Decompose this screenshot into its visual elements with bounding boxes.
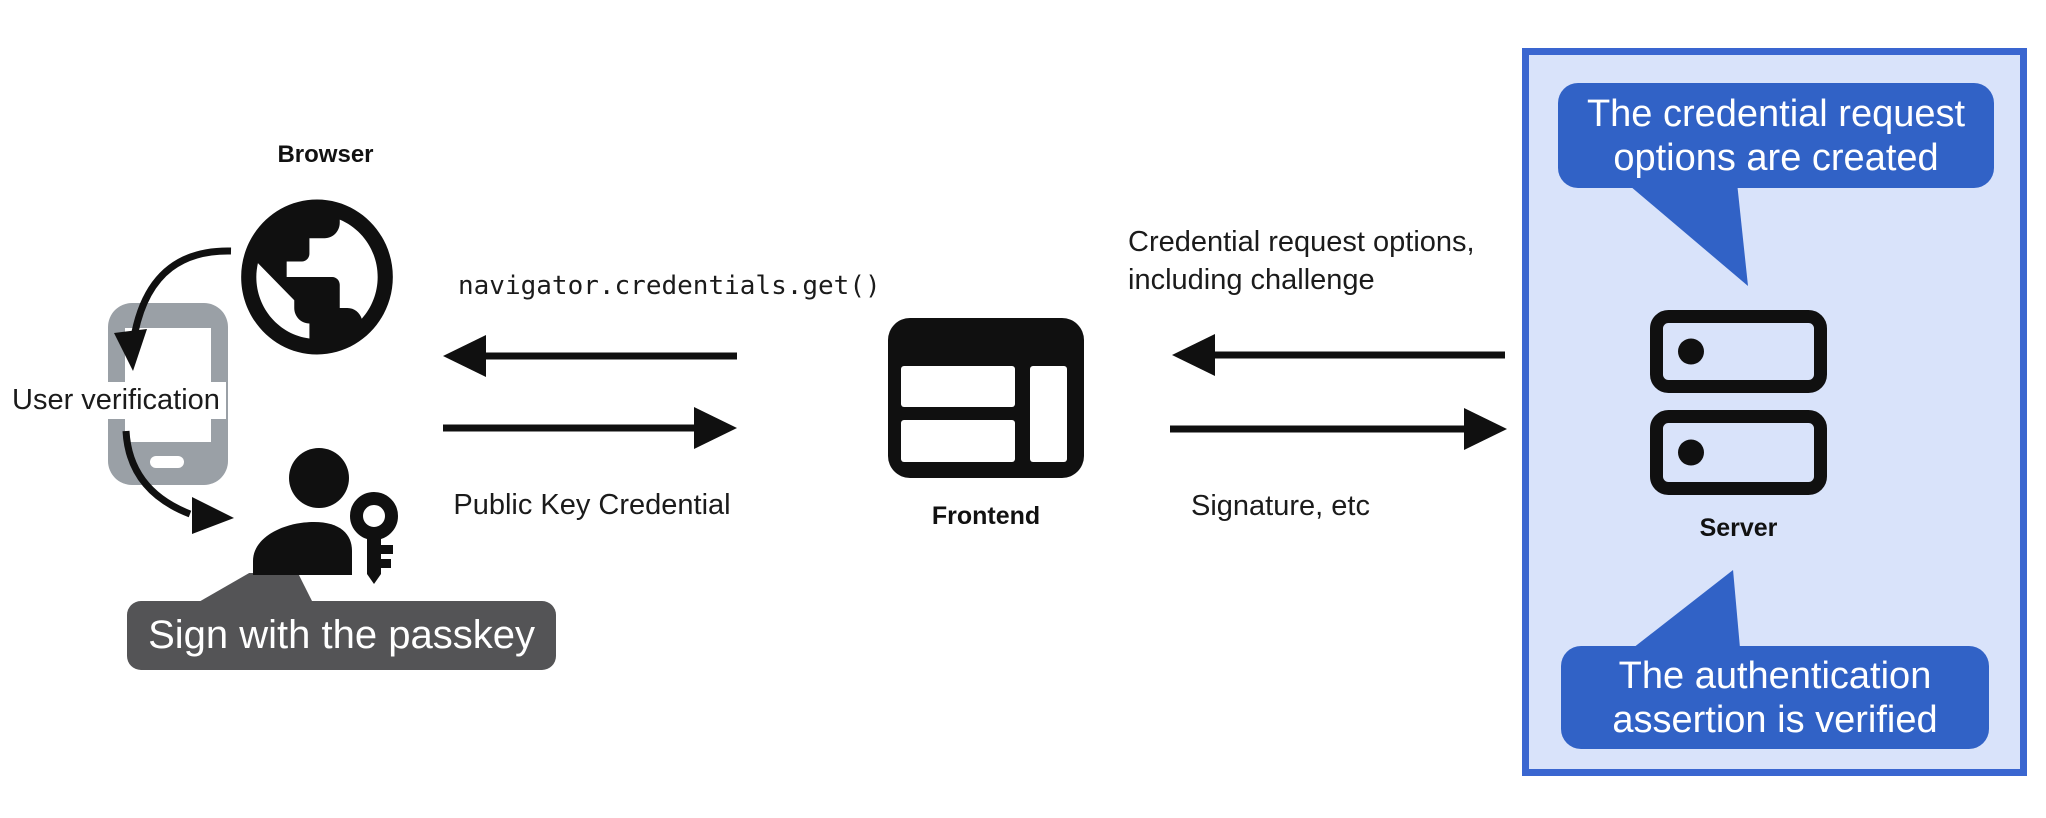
globe-icon: [241, 199, 393, 355]
frontend-label: Frontend: [931, 502, 1041, 530]
tooltip-pointer: [197, 573, 313, 603]
server-rack-icon: [1650, 310, 1827, 495]
navigator-credentials-get-label: navigator.credentials.get(): [458, 271, 881, 301]
note-request-created-line1: The credential request: [1586, 92, 1966, 135]
arrow-browser-to-frontend: [443, 407, 737, 449]
passkey-tooltip: Sign with the passkey: [127, 601, 556, 670]
user-verification-label: User verification: [6, 382, 226, 419]
public-key-credential-label: Public Key Credential: [453, 489, 731, 521]
browser-label: Browser: [277, 141, 374, 168]
arrow-frontend-to-browser: [443, 335, 737, 377]
note-assertion-verified-line1: The authentication: [1618, 654, 1932, 697]
note-request-created-line2: options are created: [1613, 136, 1939, 179]
arrow-server-to-frontend: [1172, 334, 1505, 376]
note-assertion-verified: The authentication assertion is verified: [1561, 646, 1989, 749]
signature-label: Signature, etc: [1191, 490, 1370, 522]
person-with-key-icon: [253, 448, 398, 584]
note-request-created: The credential request options are creat…: [1558, 83, 1994, 188]
server-label: Server: [1699, 514, 1778, 542]
arrow-frontend-to-server: [1170, 408, 1507, 450]
browser-window-icon: [888, 318, 1084, 478]
note-assertion-verified-line2: assertion is verified: [1612, 698, 1938, 741]
credential-request-options-label: Credential request options, including ch…: [1128, 223, 1475, 299]
credential-request-options-line2: including challenge: [1128, 264, 1375, 296]
credential-request-options-line1: Credential request options,: [1128, 226, 1475, 258]
